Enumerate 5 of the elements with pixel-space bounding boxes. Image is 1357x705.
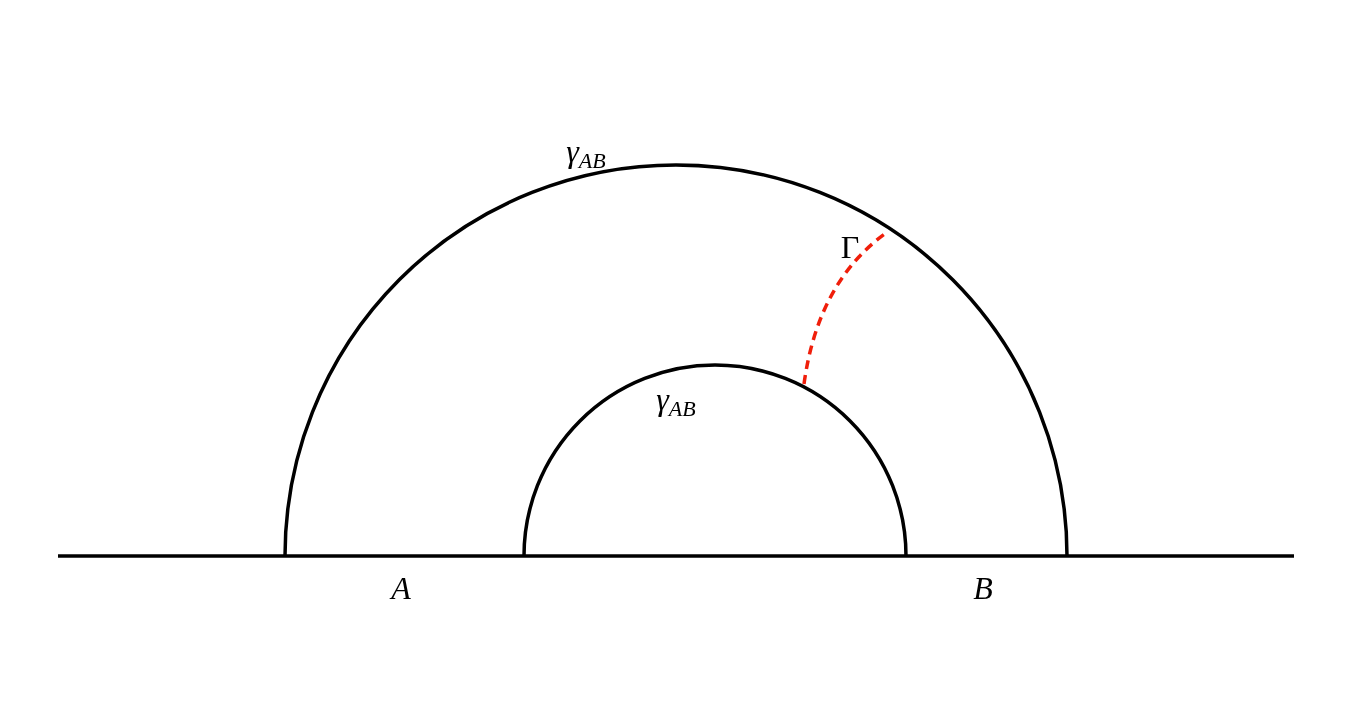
- math-label: γ$_{AB}$: [656, 382, 696, 420]
- math-label: B: [973, 572, 993, 604]
- math-label: A: [391, 572, 411, 604]
- math-label: Γ: [840, 231, 860, 263]
- math-label: γ$_{AB}$: [566, 134, 606, 172]
